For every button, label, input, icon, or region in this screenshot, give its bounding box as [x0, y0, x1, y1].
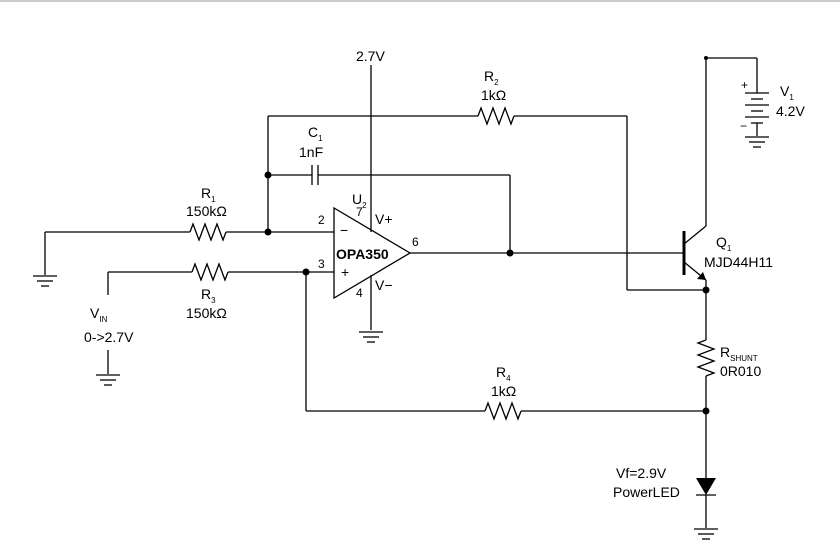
q1-ref-label: Q1 — [716, 234, 732, 253]
q1-collector-leg — [683, 225, 707, 245]
opamp-pin7-label: 7 — [356, 205, 363, 219]
q1-part-label: MJD44H11 — [704, 254, 773, 270]
r2-ref-label: R2 — [484, 68, 499, 87]
vin-ref-label: VIN — [90, 305, 108, 324]
r1-ref-label: R1 — [201, 185, 216, 204]
opamp-vplus-label: V+ — [375, 211, 393, 227]
led-name-label: PowerLED — [613, 484, 680, 500]
r2-value-label: 1kΩ — [481, 87, 506, 103]
v1-value-label: 4.2V — [776, 103, 805, 119]
v1-plus-sign: + — [741, 78, 748, 92]
opamp-vminus-label: V− — [375, 277, 393, 293]
v1-minus-sign: − — [740, 119, 747, 133]
opamp-pin6-label: 6 — [412, 235, 419, 249]
opamp-pin3-label: 3 — [318, 257, 325, 271]
rshunt-value-label: 0R010 — [720, 363, 761, 379]
opamp-u2: OPA350 − + U2 2 3 6 7 4 V+ V− — [318, 191, 419, 300]
ground-symbol-v1 — [745, 136, 769, 148]
opamp-triangle — [333, 206, 412, 300]
r1-value-label: 150kΩ — [186, 203, 227, 219]
r2-resistor — [477, 106, 515, 126]
led-triangle — [696, 478, 716, 495]
v1-ref-label: V1 — [780, 83, 794, 102]
junction-output — [506, 249, 514, 257]
r1-resistor — [189, 222, 227, 242]
led-vf-label: Vf=2.9V — [616, 465, 667, 481]
power-led — [696, 478, 716, 496]
opamp-plus-sign: + — [341, 264, 349, 280]
opamp-minus-sign: − — [340, 222, 348, 238]
transistor-q1 — [682, 225, 707, 281]
opamp-pin2-label: 2 — [318, 213, 325, 227]
junction-inv-input — [264, 228, 272, 236]
vin-value-label: 0->2.7V — [84, 329, 134, 345]
q1-emitter-arrow — [697, 272, 706, 280]
ground-symbol-led — [694, 528, 718, 540]
rshunt-resistor — [696, 339, 716, 377]
ground-symbol-opamp — [359, 331, 383, 343]
opamp-pin4-label: 4 — [356, 286, 363, 300]
opamp-part-label: OPA350 — [336, 246, 389, 262]
rshunt-ref-label: RSHUNT — [720, 344, 758, 363]
supply-label: 2.7V — [356, 48, 385, 64]
c1-value-label: 1nF — [299, 144, 323, 160]
r4-resistor — [484, 401, 522, 421]
r4-ref-label: R4 — [496, 364, 511, 383]
junction-rshunt-bottom — [702, 407, 710, 415]
junction-emitter — [702, 286, 710, 294]
battery-v1 — [745, 92, 769, 124]
opamp-ref-label: U2 — [352, 191, 367, 210]
r3-value-label: 150kΩ — [186, 305, 227, 321]
r4-value-label: 1kΩ — [491, 383, 516, 399]
r3-resistor — [191, 262, 229, 282]
ground-symbol-left — [33, 275, 57, 287]
r3-ref-label: R3 — [201, 286, 216, 305]
c1-ref-label: C1 — [308, 124, 323, 143]
junction-v1-top — [704, 56, 708, 60]
ground-symbol-vin — [96, 374, 120, 386]
